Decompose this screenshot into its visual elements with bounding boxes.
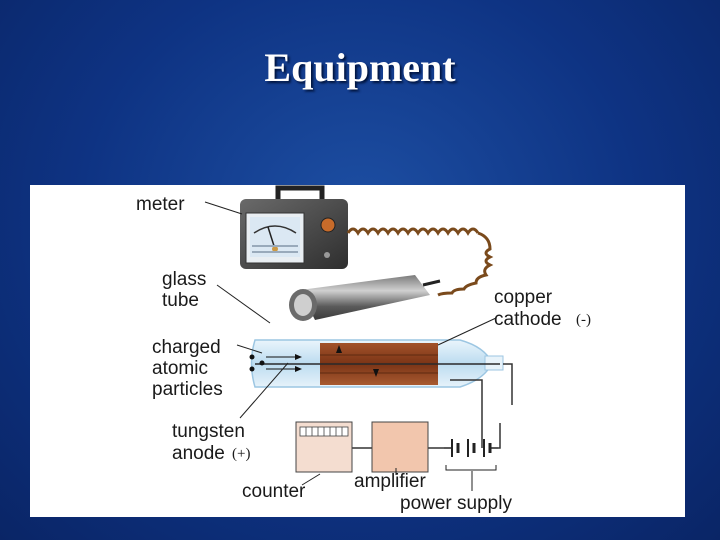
label-meter: meter	[136, 194, 185, 215]
circuit-wires	[352, 363, 513, 449]
label-glass-tube-line2: tube	[162, 290, 199, 311]
label-copper-cathode-line1: copper	[494, 287, 553, 308]
label-cathode-sign: (-)	[576, 312, 591, 328]
leader-lines	[204, 201, 497, 491]
diagram-panel: meter glass tube charged atomic particle…	[30, 185, 685, 517]
meter-device	[240, 185, 348, 269]
counter-device	[295, 421, 353, 473]
label-charged-particles-line2: atomic	[152, 358, 208, 379]
label-tungsten-anode-line1: tungsten	[172, 421, 245, 442]
label-anode-sign: (+)	[232, 446, 250, 462]
label-amplifier: amplifier	[354, 471, 426, 492]
label-charged-particles-line3: particles	[152, 379, 223, 400]
probe	[289, 275, 441, 321]
label-copper-cathode-line2: cathode	[494, 309, 562, 330]
label-charged-particles-line1: charged	[152, 337, 221, 358]
ion-marker	[373, 369, 379, 377]
power-supply-battery	[444, 439, 498, 471]
ion-marker	[336, 345, 342, 353]
label-glass-tube-line1: glass	[162, 269, 206, 290]
amplifier-device	[371, 421, 429, 473]
label-counter: counter	[242, 481, 306, 502]
geiger-counter-diagram: meter glass tube charged atomic particle…	[136, 185, 591, 514]
coiled-cable	[346, 227, 494, 297]
charged-particles	[249, 354, 302, 372]
label-tungsten-anode-line2: anode	[172, 443, 225, 464]
slide-title: Equipment	[264, 45, 456, 90]
label-power-supply: power supply	[400, 493, 512, 514]
